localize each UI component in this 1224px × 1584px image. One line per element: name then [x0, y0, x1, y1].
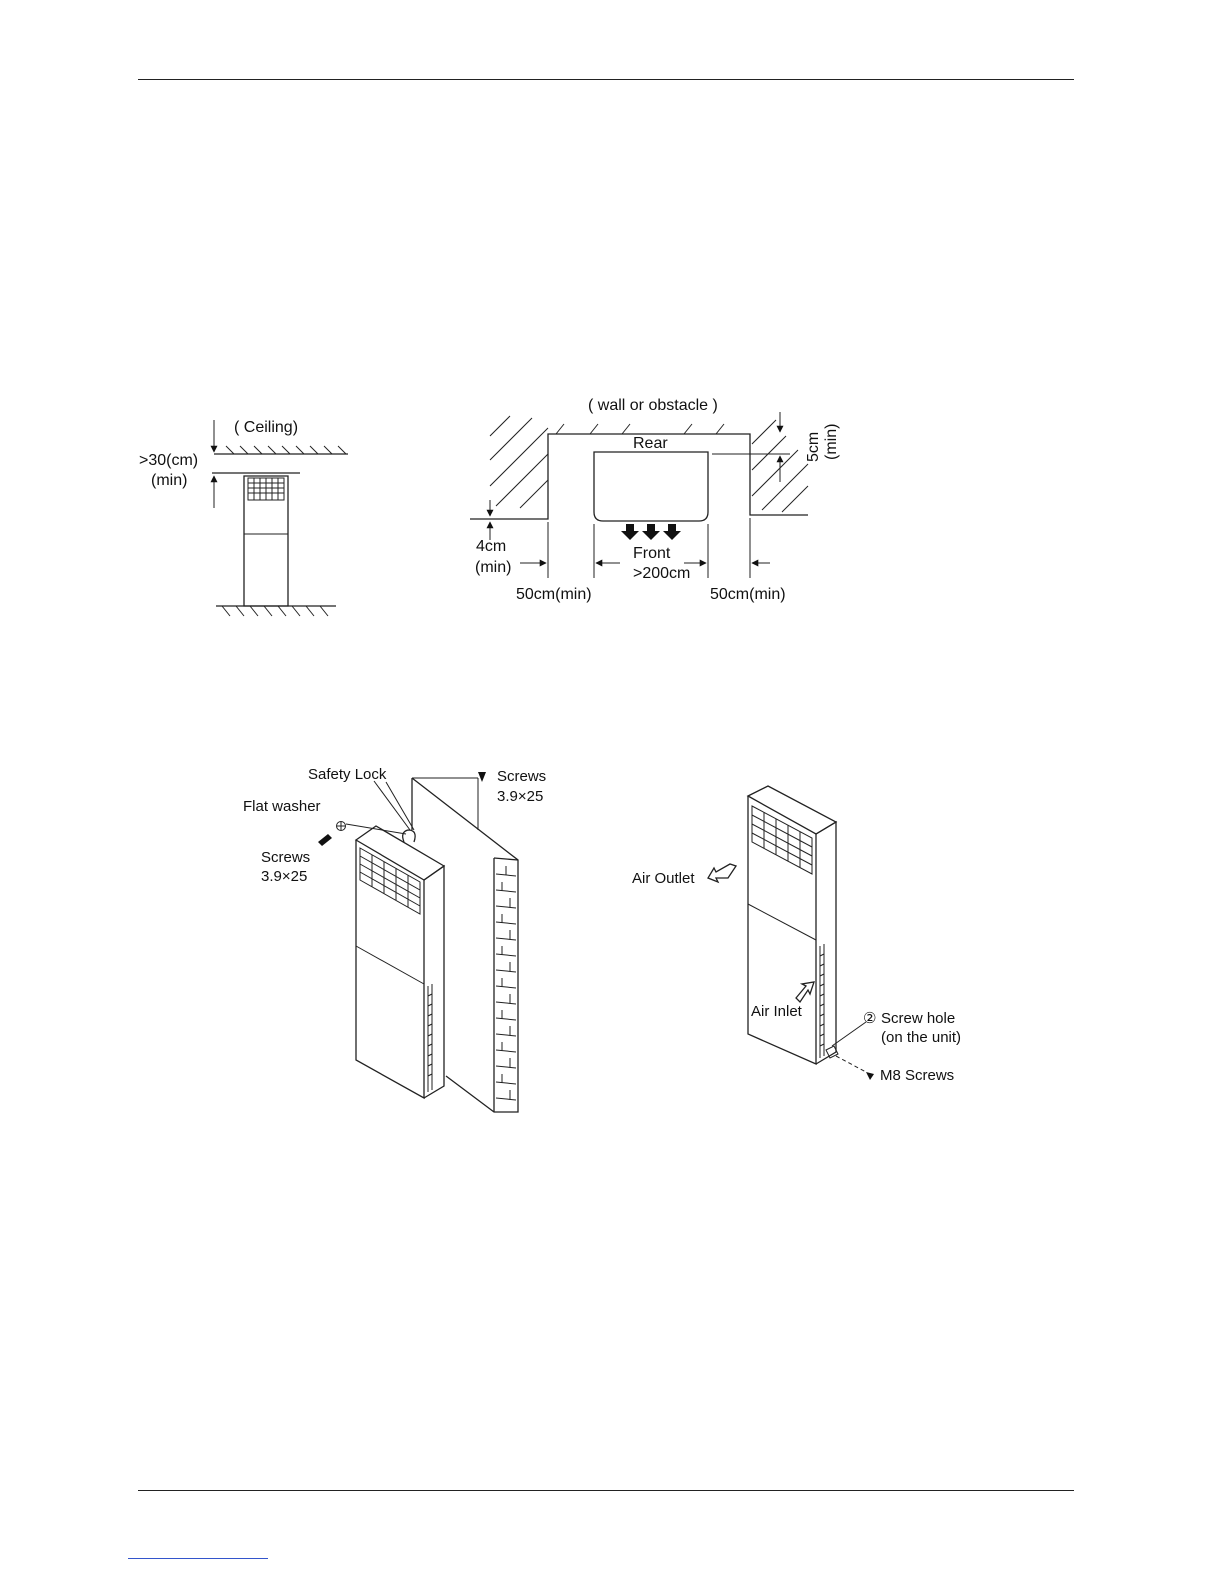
air-outlet-arrow-icon — [708, 864, 736, 882]
safety-lock-hook — [403, 830, 415, 842]
standing-unit-icon — [244, 476, 288, 606]
indoor-unit-mounted — [356, 826, 444, 1098]
screw-hole-note: (on the unit) — [881, 1029, 961, 1046]
floor-hatch — [222, 606, 328, 616]
screw-right-icon — [478, 772, 486, 782]
front-label: Front — [633, 545, 671, 562]
left-wall-hatch — [490, 416, 548, 508]
ceiling-hatch — [226, 446, 346, 454]
screws-left-label: Screws — [261, 849, 310, 866]
air-inlet-label: Air Inlet — [751, 1003, 803, 1020]
unit-top-view — [594, 452, 708, 521]
side-clearance-right: 50cm(min) — [710, 586, 786, 603]
screw-left-icon — [318, 834, 332, 846]
header-rule — [138, 79, 1074, 80]
top-clearance-min: (min) — [823, 424, 840, 460]
flat-washer-icon — [337, 822, 346, 831]
side-clearance-left: 50cm(min) — [516, 586, 592, 603]
right-wall-hatch — [752, 420, 808, 512]
air-inlet-arrow-icon — [796, 982, 814, 1002]
top-clearance-value: 5cm — [805, 432, 822, 462]
m8-screws-label: M8 Screws — [880, 1067, 954, 1084]
top-wall-hatch — [556, 424, 724, 434]
m8-screw-icon — [866, 1072, 874, 1080]
flat-washer-label: Flat washer — [243, 798, 321, 815]
footer-link-underline[interactable] — [128, 1558, 268, 1559]
screw-hole-label: Screw hole — [881, 1010, 955, 1027]
screws-left-size: 3.9×25 — [261, 868, 307, 885]
wall-label: ( wall or obstacle ) — [588, 397, 718, 414]
airflow-arrows — [621, 524, 681, 540]
screw-hole-marker: ② — [863, 1010, 876, 1027]
screws-right-label: Screws — [497, 768, 546, 785]
rear-label: Rear — [633, 435, 668, 452]
clearance-min: (min) — [151, 472, 187, 489]
left-clearance-min: (min) — [475, 559, 511, 576]
left-clearance-value: 4cm — [476, 538, 506, 555]
clearance-value: >30(cm) — [139, 452, 198, 469]
safety-lock-label: Safety Lock — [308, 766, 387, 783]
brick-wall — [412, 778, 518, 1112]
indoor-unit-standing — [748, 786, 838, 1064]
ceiling-label: ( Ceiling) — [234, 419, 298, 436]
air-outlet-label: Air Outlet — [632, 870, 695, 887]
screws-right-size: 3.9×25 — [497, 788, 543, 805]
front-clearance: >200cm — [633, 565, 690, 582]
footer-rule — [138, 1490, 1074, 1491]
